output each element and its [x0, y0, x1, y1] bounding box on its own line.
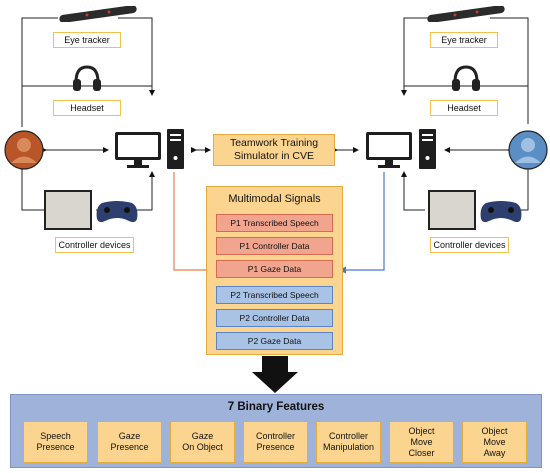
features-title: 7 Binary Features	[227, 401, 325, 413]
signal-p2-speech: P2 Transcribed Speech	[216, 286, 333, 304]
headset-label: Headset	[430, 100, 498, 116]
controller-devices-label: Controller devices	[55, 237, 134, 253]
feature-speech-presence: Speech Presence	[23, 421, 88, 463]
feature-controller-manipulation: Controller Manipulation	[316, 421, 381, 463]
multimodal-title: Multimodal Signals	[228, 193, 321, 205]
haptic-device-image	[428, 190, 476, 230]
headset-icon	[73, 65, 101, 91]
simulator-line1: Teamwork Training	[229, 137, 319, 149]
pc-tower-icon	[419, 129, 436, 169]
feature-controller-presence: Controller Presence	[243, 421, 308, 463]
simulator-line2: Simulator in CVE	[234, 150, 314, 162]
headset-icon	[452, 65, 480, 91]
person-avatar-icon	[508, 130, 548, 170]
controller-devices-label: Controller devices	[430, 237, 509, 253]
signal-p1-gaze: P1 Gaze Data	[216, 260, 333, 278]
gamepad-icon	[96, 201, 138, 223]
computer-icon	[366, 132, 412, 168]
signal-p2-controller: P2 Controller Data	[216, 309, 333, 327]
computer-icon	[115, 132, 161, 168]
feature-gaze-on-object: Gaze On Object	[170, 421, 235, 463]
haptic-device-image	[44, 190, 92, 230]
headset-label: Headset	[53, 100, 121, 116]
simulator-box: Teamwork Training Simulator in CVE	[213, 134, 335, 166]
feature-object-move-away: Object Move Away	[462, 421, 527, 463]
eye-tracker-label: Eye tracker	[53, 32, 121, 48]
pc-tower-icon	[167, 129, 184, 169]
feature-object-move-closer: Object Move Closer	[389, 421, 454, 463]
gamepad-icon	[480, 201, 522, 223]
multimodal-signals-panel: Multimodal Signals P1 Transcribed Speech…	[206, 186, 343, 355]
feature-gaze-presence: Gaze Presence	[97, 421, 162, 463]
eye-tracker-icon	[427, 6, 505, 22]
binary-features-panel: 7 Binary Features Speech Presence Gaze P…	[10, 394, 542, 468]
signal-p1-speech: P1 Transcribed Speech	[216, 214, 333, 232]
eye-tracker-icon	[59, 6, 137, 22]
eye-tracker-label: Eye tracker	[430, 32, 498, 48]
signal-p1-controller: P1 Controller Data	[216, 237, 333, 255]
signal-p2-gaze: P2 Gaze Data	[216, 332, 333, 350]
person-avatar-icon	[4, 130, 44, 170]
